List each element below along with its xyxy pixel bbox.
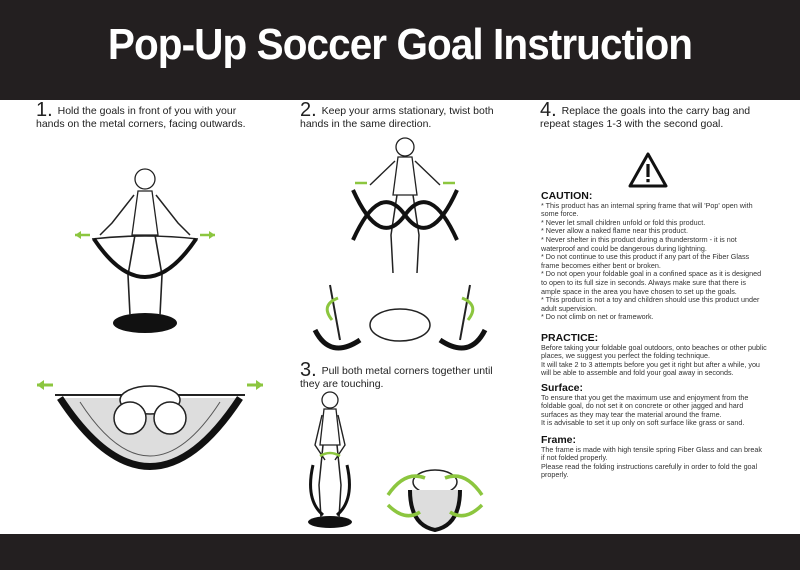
step-2-instruction: Keep your arms stationary, twist both ha… xyxy=(300,105,494,130)
step-3-number: 3. xyxy=(300,359,317,381)
surface-heading: Surface: xyxy=(541,382,584,394)
footer-bar xyxy=(0,534,800,570)
step-1-text: 1. Hold the goals in front of you with y… xyxy=(36,100,266,131)
caution-section: CAUTION: * This product has an internal … xyxy=(541,190,767,322)
caution-text: * This product has an internal spring fr… xyxy=(541,200,762,322)
frame-heading: Frame: xyxy=(541,434,577,446)
practice-heading: PRACTICE: xyxy=(541,332,599,344)
frame-section: Frame: The frame is made with high tensi… xyxy=(541,434,767,480)
step-4-number: 4. xyxy=(540,99,557,121)
page-title: Pop-Up Soccer Goal Instruction xyxy=(107,20,693,69)
step-1-figure-illustration xyxy=(75,168,215,333)
caution-heading: CAUTION: xyxy=(541,190,593,202)
step-2-closeup-illustration xyxy=(312,284,488,351)
step-3-figure-illustration xyxy=(308,391,352,528)
step-2-figure-illustration xyxy=(351,137,459,274)
step-1-number: 1. xyxy=(36,99,53,121)
step-3-instruction: Pull both metal corners together until t… xyxy=(300,365,493,390)
step-1-instruction: Hold the goals in front of you with your… xyxy=(36,105,246,130)
warning-triangle-icon xyxy=(628,152,668,188)
step-4-instruction: Replace the goals into the carry bag and… xyxy=(540,105,751,130)
surface-text: To ensure that you get the maximum use a… xyxy=(541,392,749,428)
practice-text: Before taking your foldable goal outdoor… xyxy=(541,342,767,378)
step-4-text: 4. Replace the goals into the carry bag … xyxy=(540,100,770,131)
practice-section: PRACTICE: Before taking your foldable go… xyxy=(541,332,767,378)
frame-text: The frame is made with high tensile spri… xyxy=(541,444,762,480)
header-bar xyxy=(0,0,800,100)
step-2-text: 2. Keep your arms stationary, twist both… xyxy=(300,100,520,131)
surface-section: Surface: To ensure that you get the maxi… xyxy=(541,382,767,428)
step-1-closeup-illustration xyxy=(37,380,263,470)
step-3-closeup-illustration xyxy=(386,469,484,532)
step-3-text: 3. Pull both metal corners together unti… xyxy=(300,360,500,391)
step-2-number: 2. xyxy=(300,99,317,121)
